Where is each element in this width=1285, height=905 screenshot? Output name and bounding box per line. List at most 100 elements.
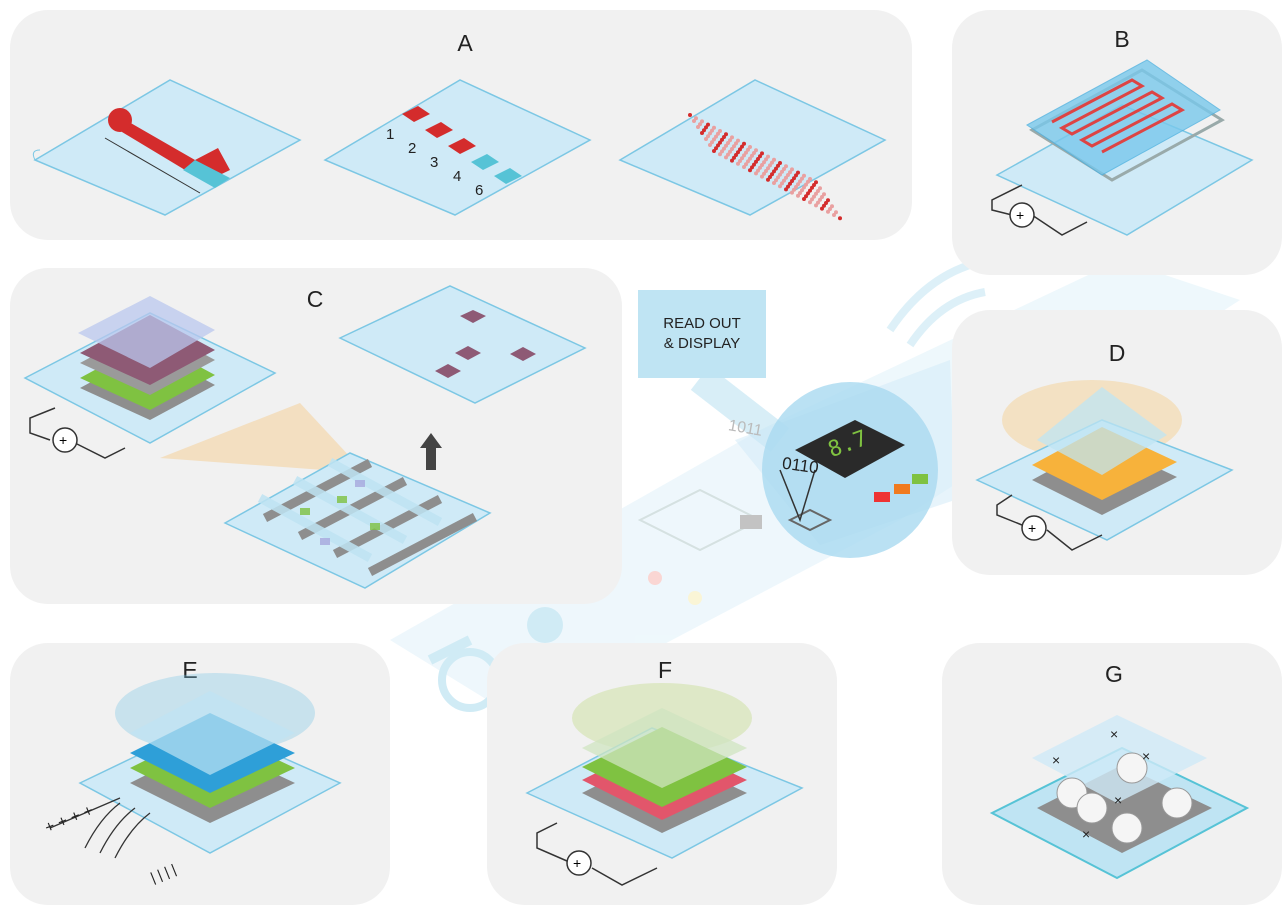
matrix-dot	[714, 146, 718, 151]
matrix-dot	[766, 177, 770, 182]
matrix-dot	[748, 168, 752, 173]
matrix-dot	[700, 119, 704, 124]
matrix-dot	[828, 207, 832, 211]
matrix-dot	[720, 137, 724, 142]
matrix-dot	[760, 151, 764, 156]
matrix-dot	[704, 137, 708, 141]
thermometer-bulb	[108, 108, 132, 132]
matrix-dot	[738, 159, 742, 163]
thermometer-sensor-sheet	[32, 79, 302, 216]
matrix-dot	[798, 191, 802, 195]
matrix-dot	[814, 191, 818, 196]
matrix-dot	[792, 176, 796, 181]
layered-stack-device	[23, 296, 277, 444]
matrix-dot	[726, 152, 730, 157]
svg-text:+: +	[1016, 207, 1024, 223]
panel-g-label: G	[1105, 661, 1123, 687]
matrix-dot	[762, 171, 766, 176]
panel-b: B +	[952, 10, 1282, 275]
matrix-dot	[818, 197, 822, 202]
matrix-dot	[712, 137, 716, 142]
matrix-dot	[770, 172, 774, 177]
matrix-dot	[754, 171, 758, 176]
matrix-dot	[732, 155, 736, 160]
matrix-dot	[740, 144, 744, 149]
matrix-dot	[788, 181, 792, 186]
panel-d: D +	[952, 310, 1282, 575]
matrix-dot	[820, 206, 824, 211]
matrix-dot	[738, 147, 742, 152]
circuit-wire	[536, 822, 658, 886]
purple-pixel-sheet	[338, 285, 587, 404]
readout-display-label: READ OUT & DISPLAY	[638, 290, 766, 378]
matrix-dot	[776, 163, 780, 168]
tick-scale	[104, 137, 201, 194]
panel-e: E + + + + | | | |	[10, 643, 390, 905]
matrix-dot	[790, 179, 794, 183]
matrix-dot	[798, 179, 802, 184]
matrix-dot	[768, 163, 772, 168]
matrix-dot	[708, 131, 712, 136]
svg-text:×: ×	[1110, 726, 1118, 742]
matrix-dot	[808, 188, 812, 193]
matrix-dot	[744, 162, 748, 167]
matrix-dot	[764, 169, 768, 173]
matrix-dot	[742, 153, 746, 158]
matrix-dot	[692, 119, 696, 123]
indicator-number-2: 2	[408, 140, 417, 157]
matrix-dot	[826, 209, 830, 214]
matrix-dot	[700, 131, 704, 135]
matrix-dot	[716, 143, 720, 148]
crossbar-array-sheet	[223, 452, 492, 589]
panel-g: G ××× ××	[942, 643, 1282, 905]
readout-line-1: READ OUT	[663, 315, 741, 332]
matrix-dot	[800, 176, 804, 181]
matrix-dot	[768, 175, 772, 179]
matrix-dot	[822, 192, 826, 197]
matrix-dot	[834, 210, 838, 215]
matrix-dot	[698, 122, 702, 127]
matrix-dot	[824, 201, 828, 205]
matrix-dot	[706, 122, 710, 127]
matrix-dot	[728, 149, 732, 154]
svg-text:×: ×	[1052, 752, 1060, 768]
matrix-dot	[716, 131, 720, 136]
panel-f-label: F	[657, 657, 673, 683]
power-source-icon: +	[52, 427, 78, 453]
red-indicator-square	[425, 122, 453, 138]
matrix-dot	[790, 167, 794, 172]
panel-f-illustration: +	[525, 683, 804, 886]
matrix-dot	[806, 179, 810, 184]
matrix-dot	[820, 195, 824, 199]
matrix-dot	[696, 125, 700, 129]
matrix-dot	[792, 187, 796, 192]
matrix-dot	[766, 154, 770, 159]
matrix-dot	[750, 153, 754, 158]
matrix-dot	[726, 141, 730, 145]
matrix-dot	[802, 185, 806, 190]
matrix-dot	[736, 161, 740, 166]
matrix-dot	[734, 141, 738, 146]
matrix-dot	[746, 147, 750, 152]
teal-indicator-square	[471, 154, 499, 170]
circuit-wire	[996, 494, 1103, 551]
matrix-dot	[770, 160, 774, 165]
matrix-dot	[762, 160, 766, 165]
matrix-dot	[724, 143, 728, 148]
matrix-dot	[730, 158, 734, 163]
matrix-dot	[786, 173, 790, 177]
matrix-dot	[812, 194, 816, 199]
matrix-dot	[712, 149, 716, 153]
matrix-dot	[782, 178, 786, 183]
matrix-dot	[710, 128, 714, 133]
matrix-dot	[838, 216, 842, 221]
matrix-dot	[804, 194, 808, 199]
circuit-wire	[991, 184, 1088, 236]
panel-b-illustration: +	[991, 59, 1254, 236]
matrix-dot	[694, 116, 698, 121]
charge-symbols: ××× ××	[1052, 726, 1150, 842]
circuit-wire	[29, 407, 126, 459]
matrix-dot	[742, 141, 746, 146]
matrix-dot	[790, 190, 794, 195]
matrix-dot	[728, 138, 732, 143]
